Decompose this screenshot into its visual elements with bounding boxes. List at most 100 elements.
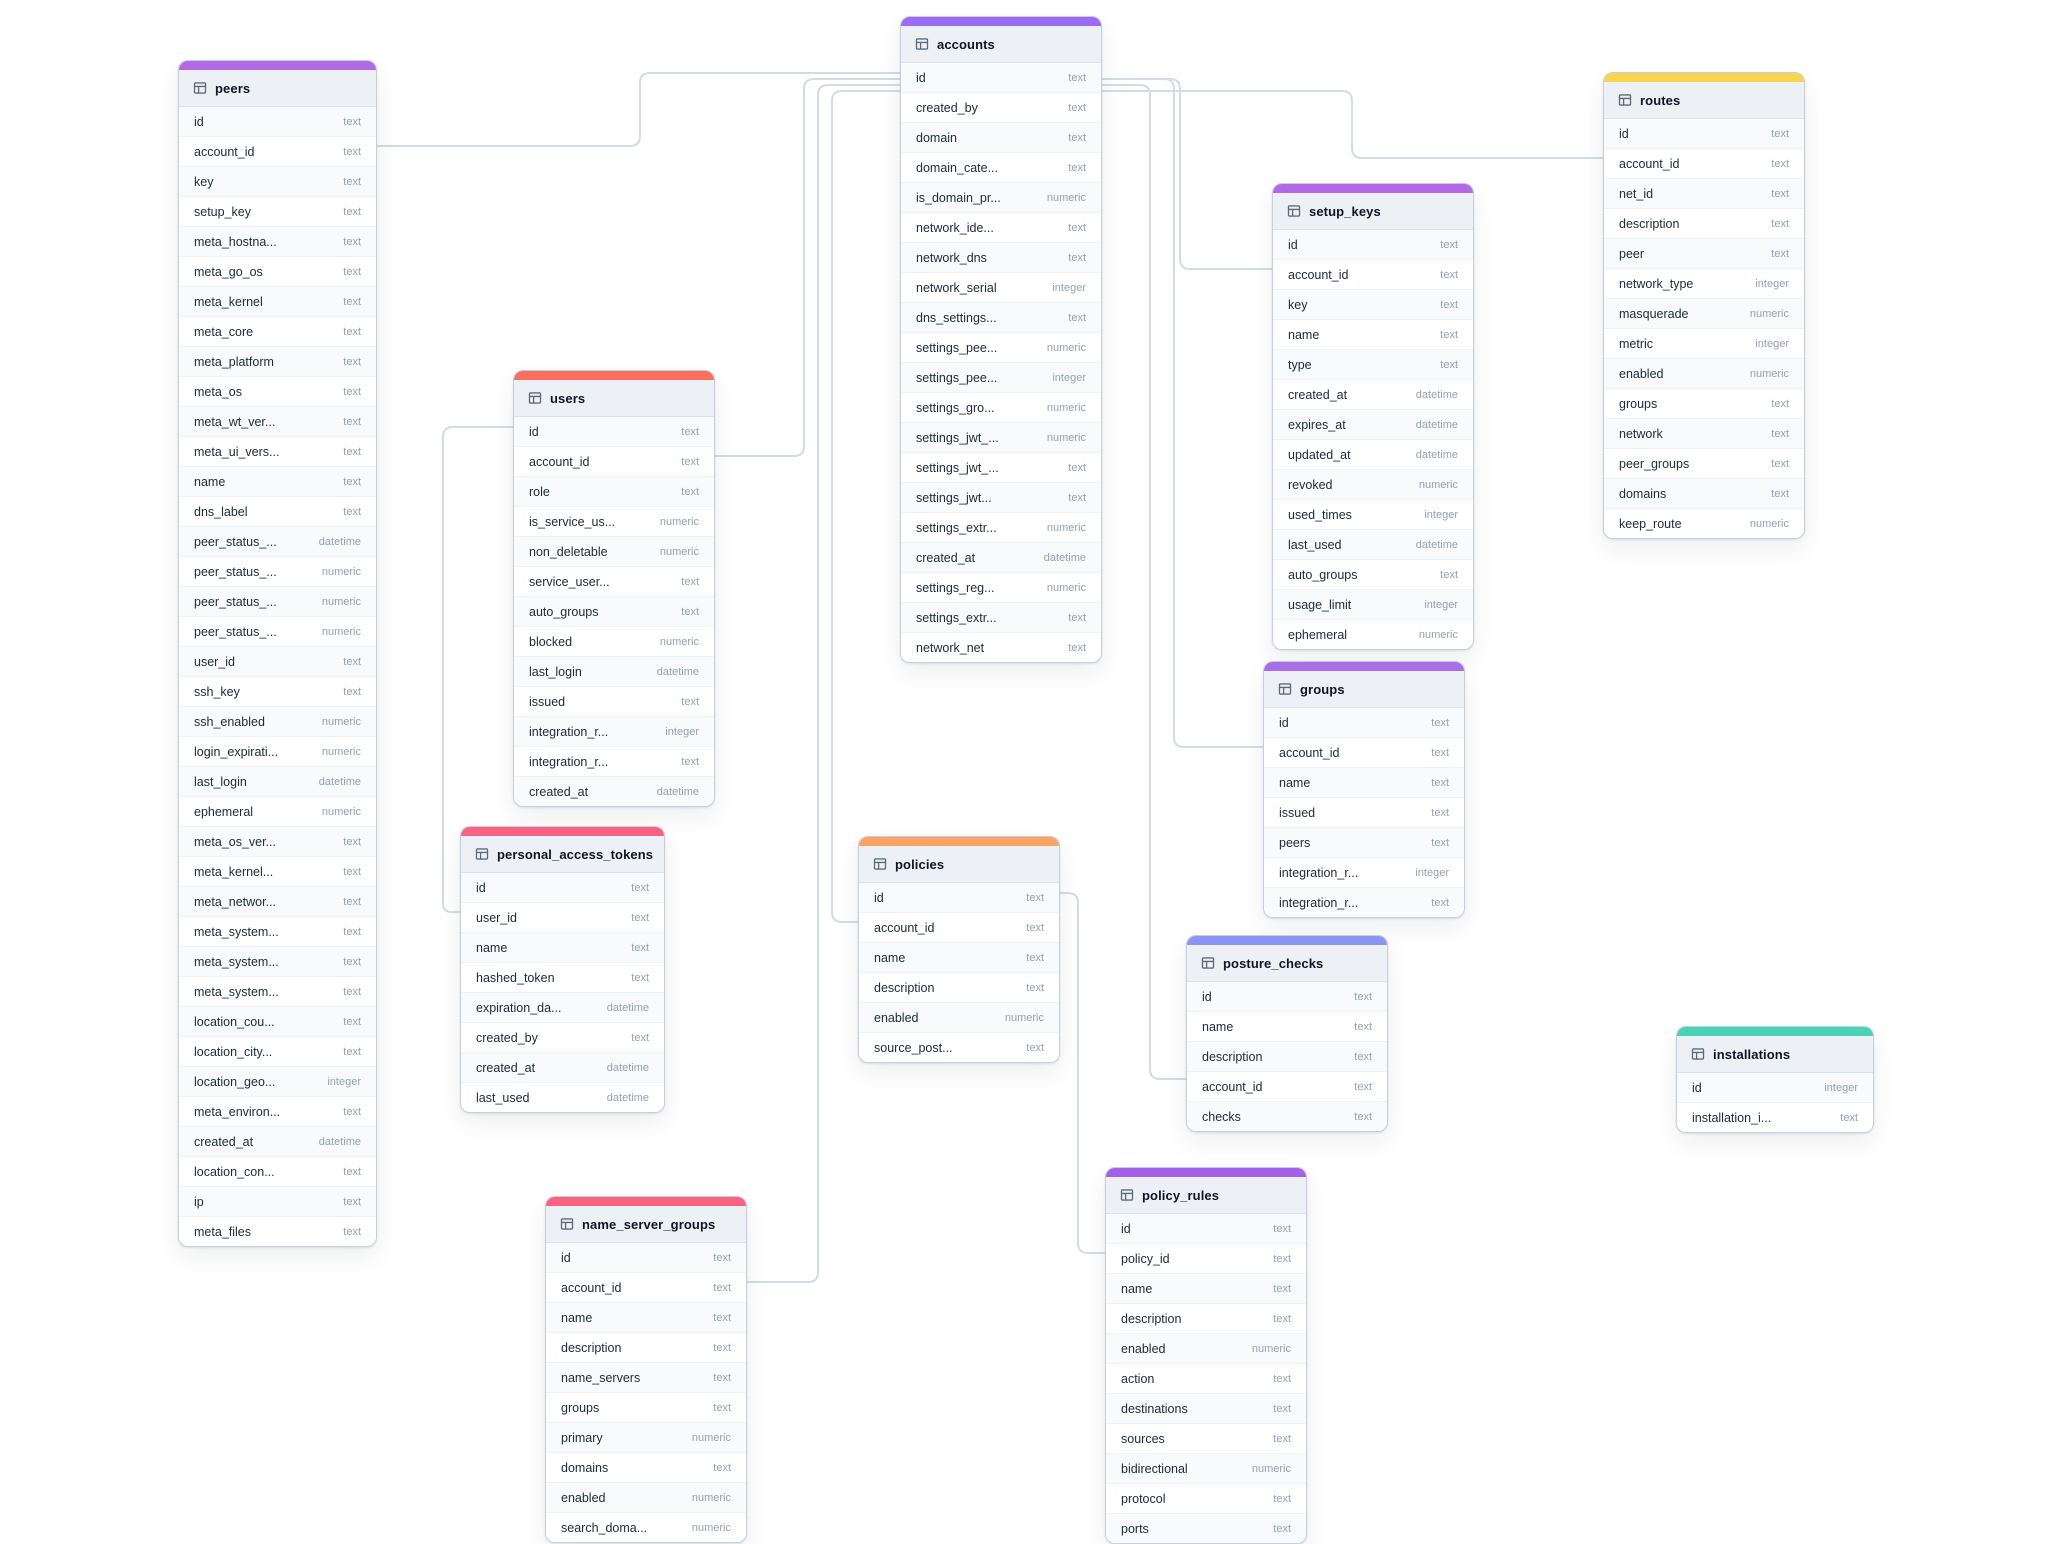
table-row: id text <box>514 417 714 446</box>
table-users[interactable]: users id text account_id text role text … <box>513 370 715 807</box>
column-type: text <box>681 755 699 768</box>
column-name: blocked <box>529 634 573 649</box>
table-row: issued text <box>514 686 714 716</box>
table-header[interactable]: groups <box>1264 671 1464 708</box>
table-row: id text <box>1106 1214 1306 1243</box>
table-row: usage_limit integer <box>1273 589 1473 619</box>
column-type: numeric <box>659 515 699 528</box>
table-header[interactable]: installations <box>1677 1036 1873 1073</box>
column-type: datetime <box>1415 418 1458 431</box>
table-row: source_post... text <box>859 1032 1059 1062</box>
column-type: numeric <box>691 1491 731 1504</box>
column-name: name <box>1288 327 1320 342</box>
column-type: numeric <box>321 625 361 638</box>
column-name: search_doma... <box>561 1520 648 1535</box>
table-header[interactable]: users <box>514 380 714 417</box>
table-accent-bar <box>514 371 714 380</box>
table-peers[interactable]: peers id text account_id text key text s… <box>178 60 377 1247</box>
column-name: network_dns <box>916 250 987 265</box>
column-name: account_id <box>874 920 935 935</box>
table-row: last_login datetime <box>179 766 376 796</box>
table-accent-bar <box>1187 936 1387 945</box>
table-setup_keys[interactable]: setup_keys id text account_id text key t… <box>1272 183 1474 650</box>
column-type: text <box>343 445 361 458</box>
table-row: enabled numeric <box>546 1482 746 1512</box>
table-row: meta_hostna... text <box>179 226 376 256</box>
table-row: created_at datetime <box>461 1052 664 1082</box>
column-name: issued <box>1279 805 1316 820</box>
table-policies[interactable]: policies id text account_id text name te… <box>858 836 1060 1063</box>
table-title: posture_checks <box>1223 955 1324 971</box>
table-installations[interactable]: installations id integer installation_i.… <box>1676 1026 1874 1133</box>
table-row: peers text <box>1264 827 1464 857</box>
column-name: auto_groups <box>529 604 599 619</box>
column-name: network_type <box>1619 276 1694 291</box>
table-policy_rules[interactable]: policy_rules id text policy_id text name… <box>1105 1167 1307 1544</box>
column-name: name <box>874 950 906 965</box>
column-name: last_login <box>194 774 247 789</box>
table-row: is_domain_pr... numeric <box>901 182 1101 212</box>
table-header[interactable]: routes <box>1604 82 1804 119</box>
table-row: id text <box>1187 982 1387 1011</box>
column-name: integration_r... <box>529 724 609 739</box>
column-type: text <box>1354 1020 1372 1033</box>
table-icon <box>915 37 929 51</box>
table-row: installation_i... text <box>1677 1102 1873 1132</box>
column-name: integration_r... <box>529 754 609 769</box>
column-name: created_at <box>529 784 589 799</box>
table-row: settings_extr... numeric <box>901 512 1101 542</box>
table-icon <box>1691 1047 1705 1061</box>
column-name: ssh_enabled <box>194 714 265 729</box>
table-header[interactable]: name_server_groups <box>546 1206 746 1243</box>
column-name: settings_extr... <box>916 520 997 535</box>
column-type: text <box>343 895 361 908</box>
table-header[interactable]: setup_keys <box>1273 193 1473 230</box>
table-row: policy_id text <box>1106 1243 1306 1273</box>
column-type: numeric <box>1251 1342 1291 1355</box>
table-row: network_ide... text <box>901 212 1101 242</box>
column-type: integer <box>1755 277 1789 290</box>
column-name: network_ide... <box>916 220 994 235</box>
table-header[interactable]: peers <box>179 70 376 107</box>
column-name: name <box>561 1310 593 1325</box>
table-accent-bar <box>179 61 376 70</box>
column-type: text <box>1771 397 1789 410</box>
table-header[interactable]: posture_checks <box>1187 945 1387 982</box>
table-posture_checks[interactable]: posture_checks id text name text descrip… <box>1186 935 1388 1132</box>
table-routes[interactable]: routes id text account_id text net_id te… <box>1603 72 1805 539</box>
table-groups[interactable]: groups id text account_id text name text… <box>1263 661 1465 918</box>
column-type: numeric <box>1418 478 1458 491</box>
column-type: text <box>1354 1110 1372 1123</box>
table-header[interactable]: personal_access_tokens <box>461 836 664 873</box>
table-header[interactable]: policy_rules <box>1106 1177 1306 1214</box>
table-name_server_groups[interactable]: name_server_groups id text account_id te… <box>545 1196 747 1543</box>
table-row: location_geo... integer <box>179 1066 376 1096</box>
table-row: key text <box>179 166 376 196</box>
table-header[interactable]: policies <box>859 846 1059 883</box>
column-name: expires_at <box>1288 417 1346 432</box>
table-row: created_at datetime <box>1273 379 1473 409</box>
column-type: text <box>1771 187 1789 200</box>
table-accounts[interactable]: accounts id text created_by text domain … <box>900 16 1102 663</box>
column-name: created_at <box>1288 387 1348 402</box>
table-row: network_dns text <box>901 242 1101 272</box>
column-type: text <box>1068 101 1086 114</box>
table-rows: id text account_id text name text descri… <box>859 883 1059 1062</box>
table-accent-bar <box>1604 73 1804 82</box>
table-row: settings_gro... numeric <box>901 392 1101 422</box>
column-name: created_at <box>194 1134 254 1149</box>
column-name: id <box>1202 989 1212 1004</box>
table-header[interactable]: accounts <box>901 26 1101 63</box>
table-row: name text <box>1264 767 1464 797</box>
table-row: checks text <box>1187 1101 1387 1131</box>
table-personal_access_tokens[interactable]: personal_access_tokens id text user_id t… <box>460 826 665 1113</box>
table-row: type text <box>1273 349 1473 379</box>
table-title: setup_keys <box>1309 203 1381 219</box>
column-type: numeric <box>1004 1011 1044 1024</box>
column-name: account_id <box>1279 745 1340 760</box>
table-row: name_servers text <box>546 1362 746 1392</box>
column-name: domains <box>1619 486 1667 501</box>
table-accent-bar <box>1106 1168 1306 1177</box>
column-type: text <box>1440 298 1458 311</box>
